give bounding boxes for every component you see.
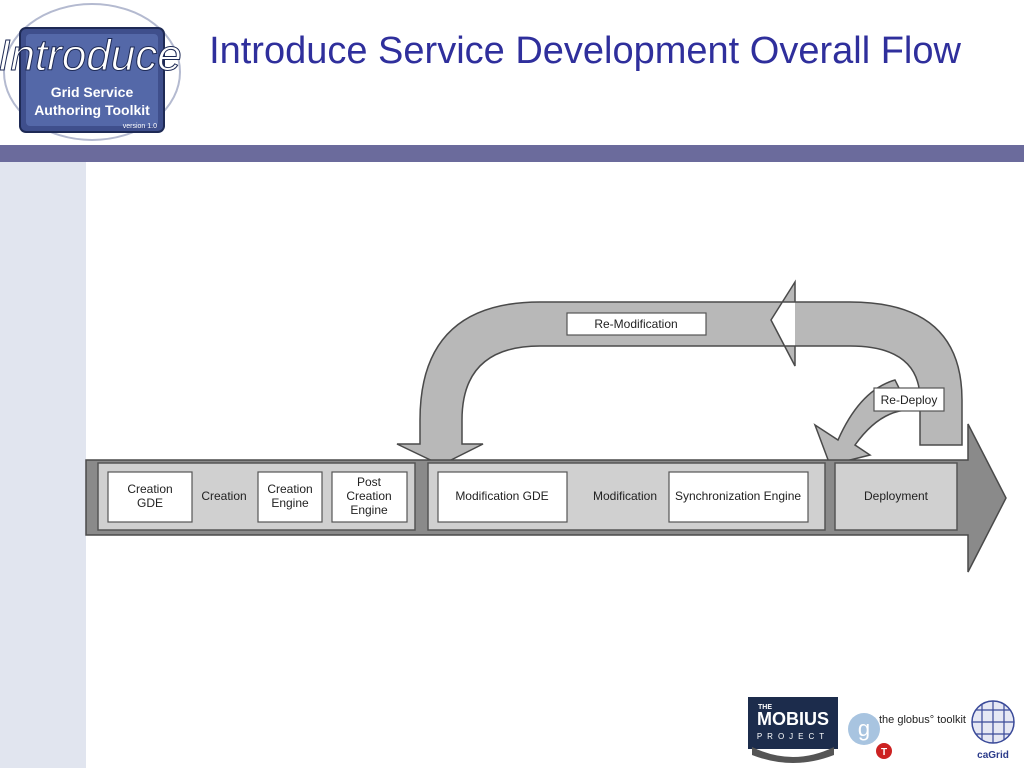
modification-gde-box [437,471,568,523]
mobius-project-logo: THE MOBIUS PROJECT [748,697,838,763]
creation-engine-box [257,471,323,523]
creation-engine-label-2: Engine [271,496,309,510]
logo-script-text: Introduce [0,31,182,80]
left-sidebar-panel [0,162,86,768]
re-modification-label-box [566,312,707,336]
post-creation-label-1: Post [357,475,382,489]
logo-line1: Grid Service [51,84,134,100]
re-modification-arrow [396,279,796,466]
creation-gde-label-1: Creation [127,482,172,496]
creation-engine-label-1: Creation [267,482,312,496]
deployment-label: Deployment [864,489,929,503]
post-creation-label-2: Creation [346,489,391,503]
creation-gde-box [107,471,193,523]
creation-gde-label-2: GDE [137,496,163,510]
logo-line2: Authoring Toolkit [34,102,150,118]
modification-phase-label: Modification [593,489,657,503]
synchronization-engine-box [668,471,809,523]
mobius-logo-project: PROJECT [757,732,829,741]
globus-t-glyph: T [881,747,887,758]
globus-g-glyph: g [858,716,870,741]
logo-version: version 1.0 [123,123,157,130]
creation-phase-label: Creation [201,489,246,503]
introduce-logo: Introduce Grid Service Authoring Toolkit… [0,3,182,141]
re-modification-label: Re-Modification [594,317,677,331]
deployment-group [834,462,958,531]
header-divider-bar [0,145,1024,162]
globus-logo-text: the globus° toolkit [879,714,966,726]
mobius-logo-name: MOBIUS [757,709,829,729]
re-deploy-label: Re-Deploy [881,393,938,407]
re-modification-arrow-tail [795,301,963,446]
synchronization-engine-label: Synchronization Engine [675,489,801,503]
re-deploy-label-box [873,387,945,412]
cagrid-logo: caGrid [971,700,1015,761]
slide-title: Introduce Service Development Overall Fl… [209,30,961,72]
post-creation-engine-box [331,471,408,523]
post-creation-label-3: Engine [350,503,388,517]
mobius-logo-the: THE [758,704,772,711]
modification-gde-label: Modification GDE [455,489,548,503]
globus-toolkit-logo: g T the globus° toolkit [848,713,966,759]
cagrid-logo-text: caGrid [977,750,1009,761]
